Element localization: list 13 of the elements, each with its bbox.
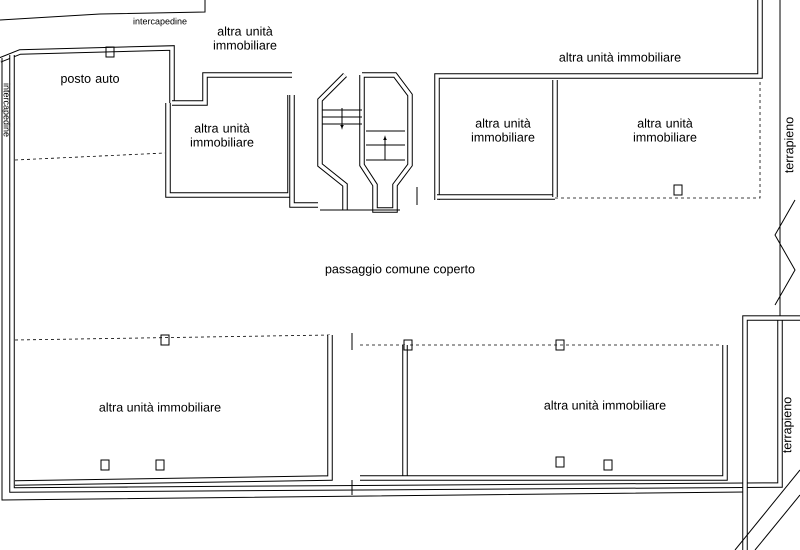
room-label: altra unità immobiliare bbox=[99, 402, 221, 412]
room-label: posto auto bbox=[61, 74, 119, 86]
room-label: altra unità immobiliare bbox=[559, 52, 681, 62]
area-label: terrapieno bbox=[782, 397, 794, 453]
room-label: altra unità immobiliare bbox=[544, 400, 666, 410]
room-label: altra unità immobiliare bbox=[472, 118, 534, 142]
area-label: intercapedine bbox=[2, 84, 10, 137]
room-label: altra unità immobiliare bbox=[634, 118, 696, 142]
room-label: altra unità immobiliare bbox=[190, 123, 254, 147]
area-label: passaggio comune coperto bbox=[326, 264, 474, 276]
room-label: altra unità immobiliare bbox=[214, 26, 276, 50]
area-label: intercapedine bbox=[134, 18, 187, 26]
area-label: terrapieno bbox=[784, 117, 796, 173]
